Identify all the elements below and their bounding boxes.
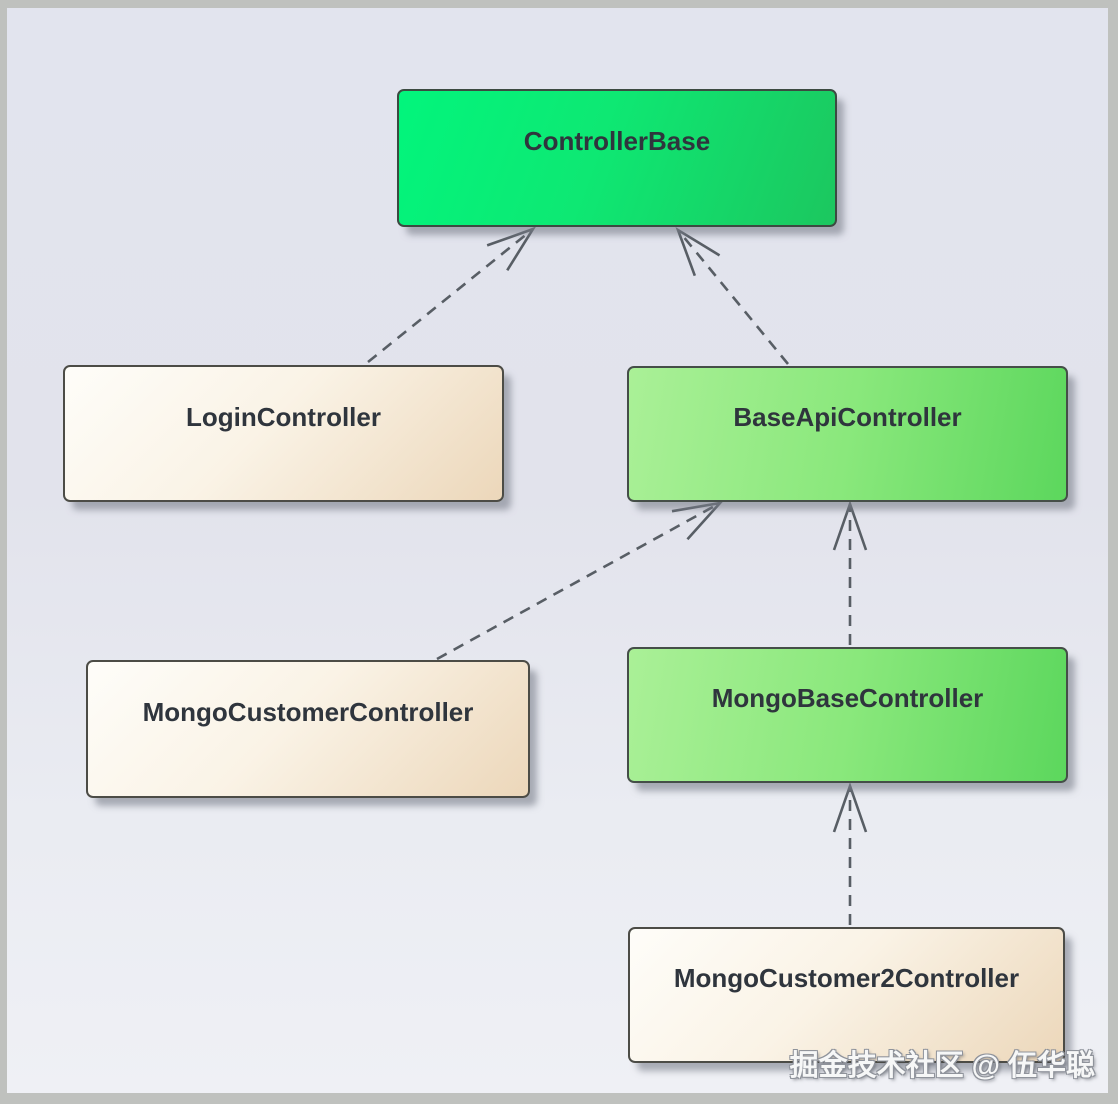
class-name-label: MongoCustomer2Controller: [673, 963, 1020, 993]
class-name-label: ControllerBase: [523, 126, 711, 156]
class-node-logincontroller: LoginController: [63, 365, 504, 502]
class-node-baseapicontroller: BaseApiController: [627, 366, 1068, 502]
watermark-text: 掘金技术社区 @ 伍华聪: [789, 1050, 1095, 1082]
class-name-label: MongoBaseController: [711, 683, 984, 713]
class-node-mongocustomercontroller: MongoCustomerController: [86, 660, 530, 798]
class-name-label: LoginController: [186, 401, 381, 432]
class-node-mongocustomer2controller: MongoCustomer2Controller: [628, 927, 1065, 1063]
class-node-controllerbase: ControllerBase: [397, 89, 837, 227]
class-name-label: MongoCustomerController: [142, 697, 474, 727]
class-node-mongobasecontroller: MongoBaseController: [627, 647, 1068, 783]
class-name-label: BaseApiController: [733, 402, 962, 432]
